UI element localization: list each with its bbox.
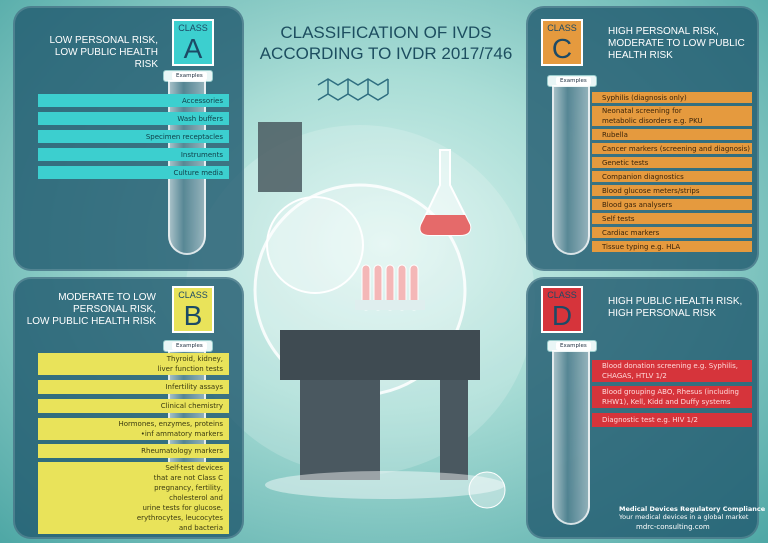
website-link[interactable]: mdrc-consulting.com: [636, 523, 710, 531]
class-letter: D: [551, 300, 573, 331]
class-c-example: Rubella: [592, 129, 752, 140]
class-letter: A: [183, 33, 203, 64]
class-c-example: Blood glucose meters/strips: [592, 185, 752, 196]
risk-line: LOW PERSONAL RISK,: [49, 35, 158, 46]
page-title: CLASSIFICATION OF IVDS ACCORDING TO IVDR…: [236, 22, 536, 64]
risk-line: MODERATE TO LOW PUBLIC: [608, 38, 745, 49]
class-letter: B: [183, 300, 203, 331]
class-c-risk: HIGH PERSONAL RISK, MODERATE TO LOW PUBL…: [608, 26, 758, 62]
risk-line: HIGH PUBLIC HEALTH RISK,: [608, 296, 743, 307]
flask-icon: [419, 149, 472, 236]
class-b-example: Thyroid, kidney, liver function tests: [38, 353, 229, 375]
class-b-example: Infertility assays: [38, 380, 229, 394]
class-a-example: Wash buffers: [38, 112, 229, 125]
class-label: CLASS: [178, 23, 208, 33]
class-a-example: Culture media: [38, 166, 229, 179]
class-d-example: Diagnostic test e.g. HIV 1/2: [592, 413, 752, 427]
small-lens: [266, 196, 364, 294]
class-c-example: Cardiac markers: [592, 227, 752, 238]
risk-line: HIGH PERSONAL RISK: [608, 308, 716, 319]
examples-label: Examples: [556, 342, 591, 350]
class-c-example: Blood gas analysers: [592, 199, 752, 210]
class-c-example: Genetic tests: [592, 157, 752, 168]
molecule-icon: [317, 78, 389, 101]
risk-line: MODERATE TO LOW: [58, 292, 156, 303]
class-c-example: Cancer markers (screening and diagnosis): [592, 143, 752, 154]
brand-block: Medical Devices Regulatory Compliance Yo…: [619, 505, 765, 521]
test-tube-rack: [355, 264, 425, 311]
class-b-badge: CLASS B: [172, 286, 214, 333]
class-c-example: Self tests: [592, 213, 752, 224]
dna-badge-icon: [468, 471, 506, 509]
test-tube: [552, 350, 590, 525]
risk-line: LOW PUBLIC HEALTH RISK: [54, 47, 158, 70]
class-a-example: Instruments: [38, 148, 229, 161]
class-a-example: Specimen receptacles: [38, 130, 229, 143]
class-d-example: Blood grouping ABO, Rhesus (including RH…: [592, 386, 752, 408]
class-b-example: Self-test devices that are not Class C p…: [38, 462, 229, 534]
class-a-risk: LOW PERSONAL RISK, LOW PUBLIC HEALTH RIS…: [30, 35, 158, 71]
class-label: CLASS: [547, 290, 577, 300]
lab-bench-leg-right: [440, 380, 468, 480]
class-label: CLASS: [547, 23, 577, 33]
examples-label: Examples: [556, 77, 591, 85]
class-d-example: Blood donation screening e.g. Syphilis, …: [592, 360, 752, 382]
lab-cabinet: [258, 122, 302, 192]
risk-line: HIGH PERSONAL RISK,: [608, 26, 719, 37]
examples-label: Examples: [172, 342, 207, 350]
class-b-risk: MODERATE TO LOW PERSONAL RISK, LOW PUBLI…: [22, 292, 156, 328]
class-d-badge: CLASS D: [541, 286, 583, 333]
class-letter: C: [551, 33, 573, 64]
brand-tagline: Your medical devices in a global market: [619, 513, 749, 521]
class-a-badge: CLASS A: [172, 19, 214, 66]
class-d-risk: HIGH PUBLIC HEALTH RISK, HIGH PERSONAL R…: [608, 296, 758, 320]
floor-shadow: [265, 471, 505, 499]
class-c-example: Companion diagnostics: [592, 171, 752, 182]
class-b-example: Hormones, enzymes, proteins •inf ammator…: [38, 418, 229, 440]
test-tube: [552, 85, 590, 255]
class-b-example: Clinical chemistry: [38, 399, 229, 413]
lab-bench-leg: [300, 380, 380, 480]
class-c-badge: CLASS C: [541, 19, 583, 66]
class-a-example: Accessories: [38, 94, 229, 107]
risk-line: LOW PUBLIC HEALTH RISK: [26, 316, 156, 327]
class-b-example: Rheumatology markers: [38, 444, 229, 458]
lab-bench: [280, 330, 480, 380]
class-c-example: Tissue typing e.g. HLA: [592, 241, 752, 252]
class-label: CLASS: [178, 290, 208, 300]
title-line-2: ACCORDING TO IVDR 2017/746: [259, 44, 513, 63]
brand-name: Medical Devices Regulatory Compliance: [619, 505, 766, 513]
class-c-example: Neonatal screening for metabolic disorde…: [592, 106, 752, 126]
risk-line: PERSONAL RISK,: [73, 304, 156, 315]
examples-label: Examples: [172, 72, 207, 80]
risk-line: HEALTH RISK: [608, 50, 673, 61]
title-line-1: CLASSIFICATION OF IVDS: [280, 23, 492, 42]
class-c-example: Syphilis (diagnosis only): [592, 92, 752, 103]
